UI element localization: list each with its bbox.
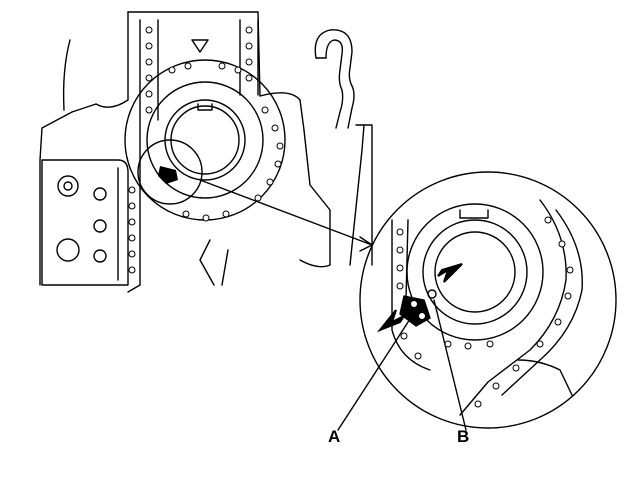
chain-links [128,26,574,408]
magnify-leader-line [199,179,373,246]
leader-line-b [433,299,467,431]
tensioner-pin [399,295,431,327]
callout-label-a: A [328,427,341,446]
callout-pin-small [158,166,178,184]
magnified-detail-circle [359,171,617,429]
chain-guide-plate [41,159,129,286]
triangle-down-icon [191,39,209,53]
solid-arrow-icon [376,309,407,333]
hook-bracket [314,29,355,129]
timing-chain-outline [127,19,259,293]
detail-callout-circle [137,139,203,205]
callout-label-b: B [457,427,470,446]
engine-block-outline [39,11,373,286]
magnified-sprocket [406,203,544,341]
leader-line-a [337,315,413,431]
solid-arrow-icon [437,263,463,283]
